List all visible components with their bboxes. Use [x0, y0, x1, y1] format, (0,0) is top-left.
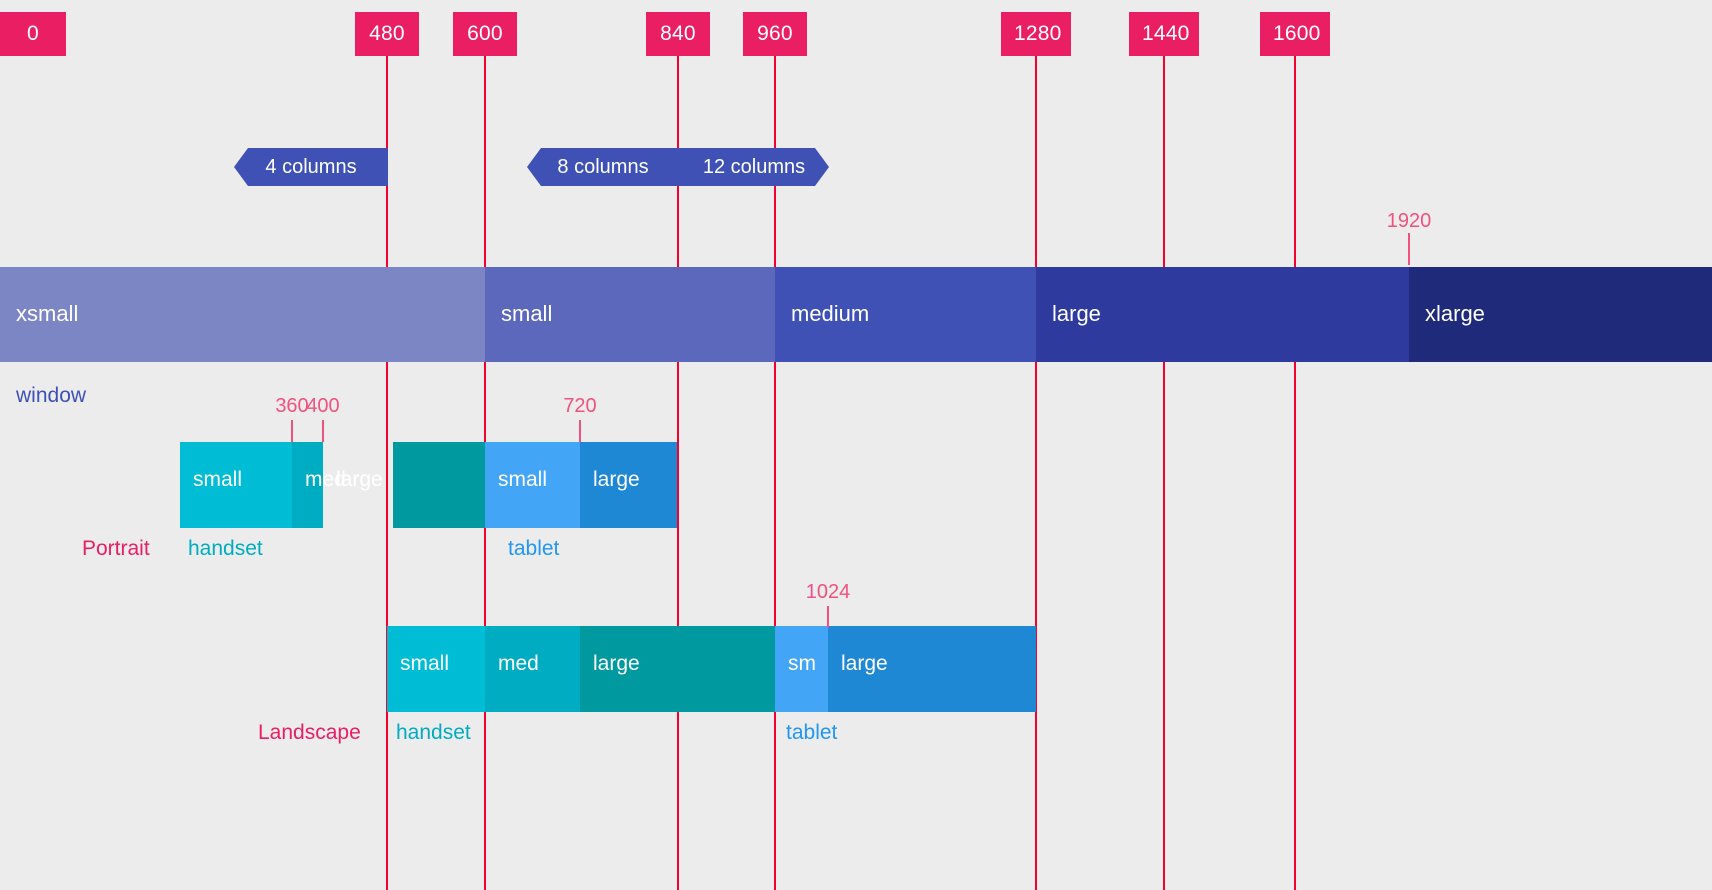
landscape-device-caption: tablet [786, 721, 838, 744]
landscape-segment-label: small [400, 652, 450, 675]
portrait-segment-label: small [193, 468, 243, 491]
landscape-segment: large [580, 626, 677, 712]
size-annotation-tick [827, 606, 829, 628]
window-size-segment [1164, 267, 1295, 362]
window-size-segment: xsmall [0, 267, 387, 362]
portrait-segment [393, 442, 485, 528]
landscape-segment: small [387, 626, 485, 712]
portrait-segment: med [292, 442, 346, 528]
window-size-segment [1295, 267, 1409, 362]
breakpoint-flag: 840 [646, 12, 710, 56]
portrait-segment-label: large [593, 468, 640, 491]
landscape-device-caption: handset [396, 721, 471, 744]
column-count-band: 8 columns [527, 148, 679, 186]
breakpoint-flag: 960 [743, 12, 807, 56]
landscape-segment-label: med [498, 652, 539, 675]
size-annotation-tick [579, 420, 581, 442]
window-size-label: large [1052, 301, 1101, 326]
landscape-segment-label: sm [788, 652, 816, 675]
breakpoint-flag: 1280 [1001, 12, 1071, 56]
landscape-segment-label: large [841, 652, 888, 675]
breakpoint-line [386, 55, 388, 890]
column-count-label: 8 columns [557, 156, 649, 178]
column-count-band: 4 columns [234, 148, 388, 186]
landscape-segment: sm [775, 626, 828, 712]
breakpoint-line [677, 55, 679, 890]
size-annotation-tick [291, 420, 293, 442]
portrait-segment-label: small [498, 468, 548, 491]
breakpoint-line [1163, 55, 1165, 890]
breakpoint-line [1035, 55, 1037, 890]
window-size-label: xlarge [1425, 301, 1485, 326]
size-annotation-label: 720 [563, 395, 597, 417]
window-size-segment: xlarge [1409, 267, 1712, 362]
window-size-segment: large [1036, 267, 1164, 362]
window-size-band: xsmall small medium large xlarge [0, 267, 1712, 362]
size-annotation-label: 1920 [1386, 210, 1432, 232]
portrait-segment: small [180, 442, 292, 528]
landscape-orientation-label: Landscape [258, 721, 361, 744]
size-annotation-label: 360 [275, 395, 309, 417]
portrait-orientation-label: Portrait [82, 537, 150, 560]
portrait-segment-label: large [336, 468, 383, 491]
size-annotation-tick [322, 420, 324, 442]
portrait-segment: small [485, 442, 580, 528]
portrait-device-caption: tablet [508, 537, 560, 560]
landscape-segment: med [485, 626, 580, 712]
portrait-segment-label: med [305, 468, 346, 491]
landscape-segment-label: large [593, 652, 640, 675]
window-size-label: medium [791, 301, 870, 326]
window-band-caption: window [16, 384, 87, 407]
window-size-segment [387, 267, 485, 362]
column-count-label: 4 columns [265, 156, 357, 178]
portrait-segment: large [323, 442, 393, 528]
landscape-segment [677, 626, 775, 712]
breakpoint-line [1294, 55, 1296, 890]
window-size-segment: small [485, 267, 678, 362]
window-size-label: small [501, 301, 553, 326]
breakpoint-flag: 1440 [1129, 12, 1199, 56]
window-size-segment: medium [775, 267, 1036, 362]
breakpoint-line [774, 55, 776, 890]
breakpoint-flag: 480 [355, 12, 419, 56]
breakpoint-flag: 600 [453, 12, 517, 56]
breakpoint-flag: 0 [0, 12, 66, 56]
portrait-segment: large [580, 442, 677, 528]
portrait-device-caption: handset [188, 537, 263, 560]
column-count-label: 12 columns [702, 156, 806, 178]
size-annotation-label: 1024 [805, 581, 851, 603]
landscape-segment: large [828, 626, 1036, 712]
window-size-segment [678, 267, 775, 362]
breakpoint-flag: 1600 [1260, 12, 1330, 56]
window-size-label: xsmall [16, 301, 79, 326]
column-count-band: 12 columns [679, 148, 829, 186]
size-annotation-tick [1408, 233, 1410, 265]
size-annotation-label: 400 [306, 395, 340, 417]
